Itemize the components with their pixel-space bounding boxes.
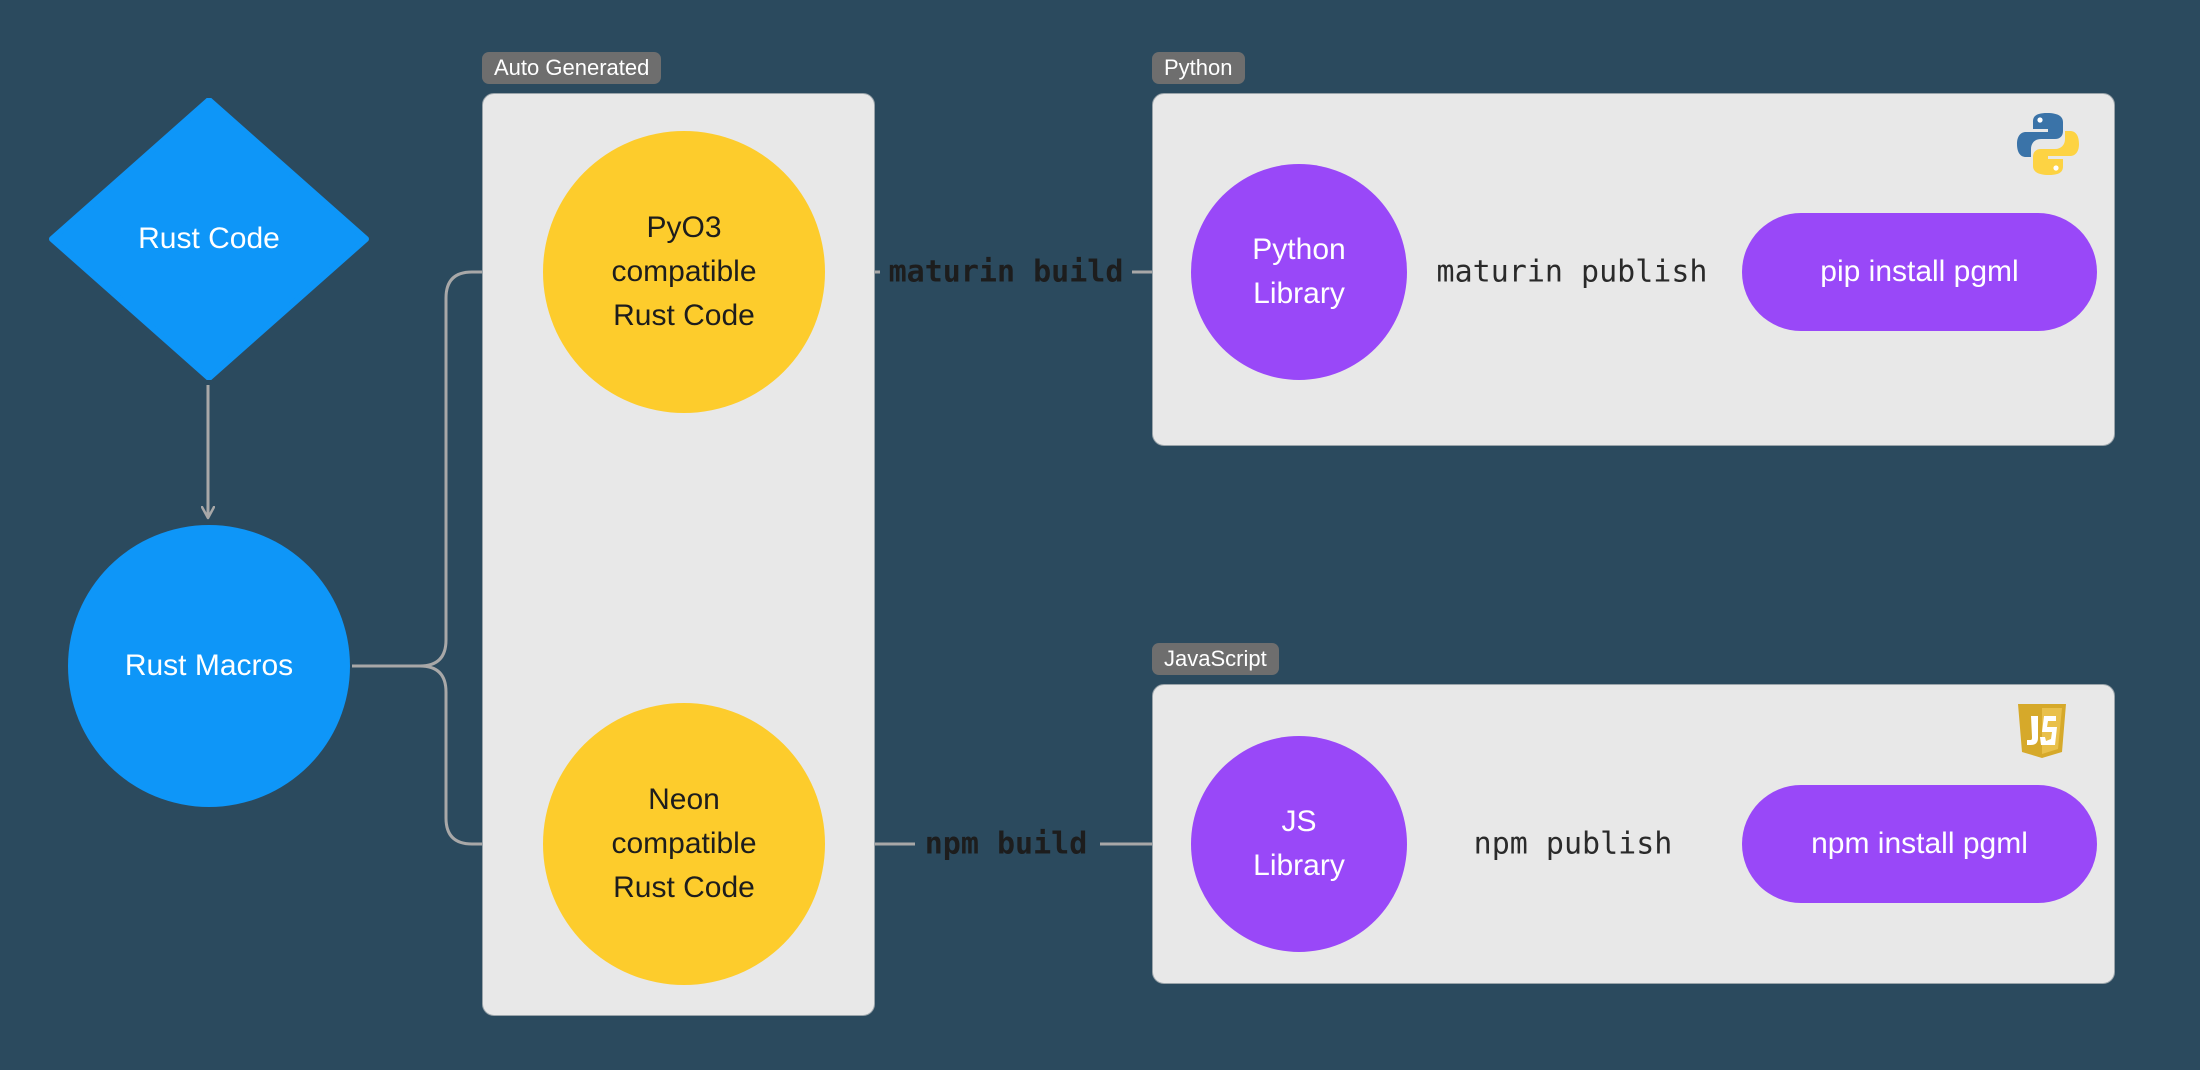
npm-build-label: npm build	[924, 826, 1088, 862]
js-library-node: JS Library	[1191, 736, 1407, 952]
python-library-label-line1: Python	[1252, 233, 1346, 266]
js-library-label-line1: JS	[1281, 805, 1317, 838]
maturin-build-label: maturin build	[888, 254, 1124, 290]
rust-macros-label: Rust Macros	[124, 649, 294, 682]
pip-install-label: pip install pgml	[1820, 255, 2019, 288]
pip-install-node: pip install pgml	[1742, 213, 2097, 331]
npm-publish-label: npm publish	[1473, 826, 1673, 862]
js-logo-icon	[2018, 704, 2066, 758]
neon-label-line2: compatible	[611, 827, 757, 860]
rust-code-node: Rust Code	[48, 98, 370, 380]
maturin-publish-label: maturin publish	[1436, 254, 1708, 290]
pyo3-label-line3: Rust Code	[613, 299, 755, 332]
npm-install-label: npm install pgml	[1811, 827, 2028, 860]
neon-node: Neon compatible Rust Code	[543, 703, 825, 985]
edge-macros-to-pyo3	[352, 272, 538, 668]
diamond-shape	[49, 98, 369, 380]
pyo3-label-line1: PyO3	[646, 211, 722, 244]
auto-generated-group-label: Auto Generated	[482, 52, 662, 84]
neon-label-line1: Neon	[648, 783, 720, 816]
javascript-group-label: JavaScript	[1152, 643, 1279, 675]
js-library-label-line2: Library	[1253, 849, 1345, 882]
edge-macros-to-neon	[352, 664, 538, 844]
pyo3-node: PyO3 compatible Rust Code	[543, 131, 825, 413]
python-library-label-line2: Library	[1253, 277, 1345, 310]
rust-macros-node: Rust Macros	[68, 525, 350, 807]
python-library-node: Python Library	[1191, 164, 1407, 380]
rust-code-label: Rust Code	[138, 222, 280, 255]
python-group-label: Python	[1152, 52, 1245, 84]
pyo3-label-line2: compatible	[611, 255, 757, 288]
neon-label-line3: Rust Code	[613, 871, 755, 904]
npm-install-node: npm install pgml	[1742, 785, 2097, 903]
python-logo-icon	[2017, 113, 2079, 175]
